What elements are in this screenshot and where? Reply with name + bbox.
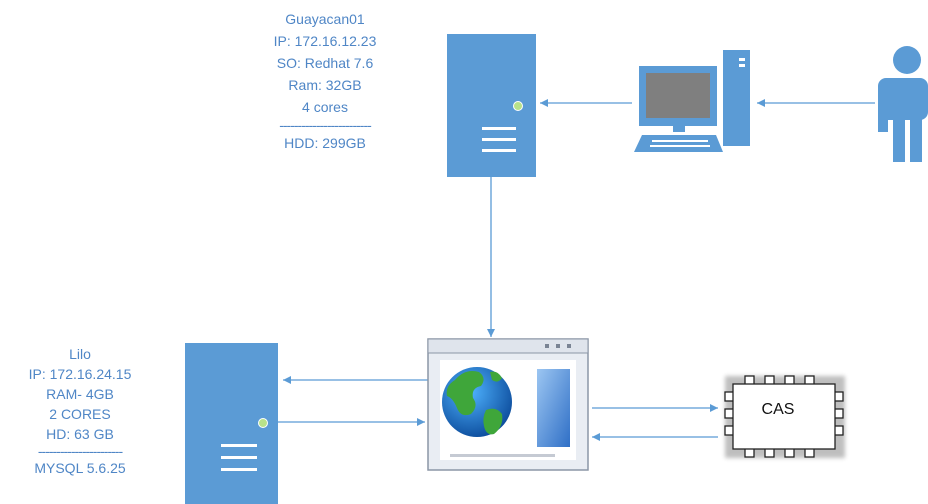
server-top-ip: IP: 172.16.12.23 — [273, 33, 377, 49]
server-top-info: Guayacan01 IP: 172.16.12.23 SO: Redhat 7… — [230, 8, 420, 154]
server-bottom-cores: 2 CORES — [49, 406, 111, 422]
server-bottom-mysql: MYSQL 5.6.25 — [34, 460, 126, 476]
server-bottom-hd: HD: 63 GB — [46, 426, 114, 442]
server-top-hdd: HDD: 299GB — [284, 135, 366, 151]
server-top-separator: ------------------------- — [279, 117, 372, 133]
server-top-cores: 4 cores — [302, 99, 348, 115]
chip-icon: CAS — [724, 375, 845, 458]
server-bottom-separator: ----------------------- — [37, 443, 123, 459]
web-browser-icon — [427, 338, 589, 471]
server-bottom-ip: IP: 172.16.24.15 — [28, 366, 132, 382]
user-icon — [878, 46, 928, 162]
server-icon — [447, 34, 536, 177]
server-bottom-name: Lilo — [69, 346, 91, 362]
server-bottom-ram: RAM- 4GB — [46, 386, 114, 402]
server-top-name: Guayacan01 — [285, 11, 365, 27]
server-icon — [185, 343, 278, 504]
cas-label: CAS — [762, 401, 795, 418]
server-top-os: SO: Redhat 7.6 — [276, 55, 374, 71]
server-top-ram: Ram: 32GB — [288, 77, 362, 93]
computer-icon — [634, 50, 750, 152]
server-bottom-info: Lilo IP: 172.16.24.15 RAM- 4GB 2 CORES H… — [0, 344, 160, 478]
